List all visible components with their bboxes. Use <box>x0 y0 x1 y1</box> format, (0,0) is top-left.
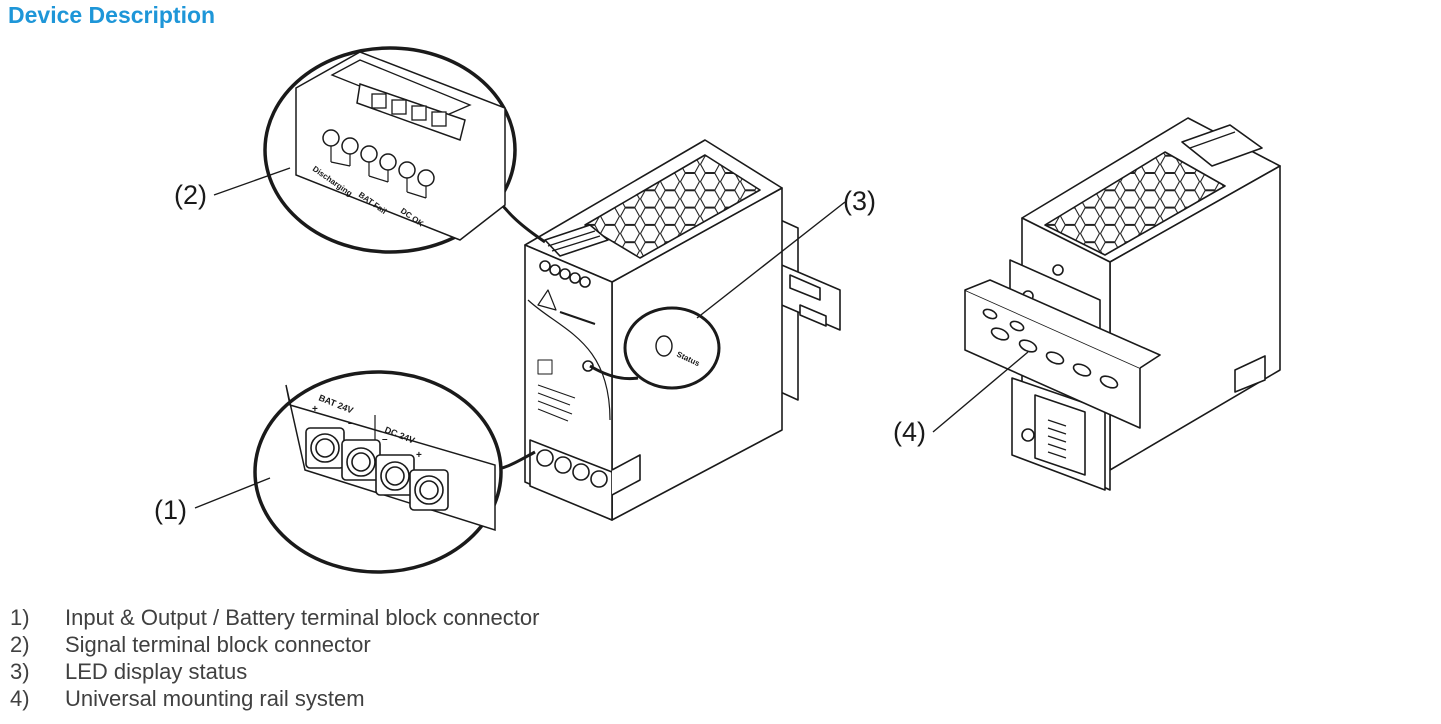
legend-number: 1) <box>10 605 30 630</box>
callout-marker-1: (1) <box>154 495 187 525</box>
dc-plus-label: + <box>416 450 422 461</box>
power-screws-zoom <box>305 427 449 511</box>
callout-marker-3: (3) <box>843 186 876 216</box>
signal-screws-zoom <box>322 129 435 187</box>
callout-3-zoom: Status (3) <box>589 186 876 390</box>
battery-minus-label: – <box>348 418 354 429</box>
callout-1-zoom: BAT 24V DC 24V + – – + (1) <box>154 370 536 574</box>
signal-screws-front <box>539 260 591 288</box>
legend-number: 3) <box>10 659 30 684</box>
battery-plus-label: + <box>312 404 318 415</box>
legend-text: Input & Output / Battery terminal block … <box>65 605 540 630</box>
page-title: Device Description <box>8 2 216 28</box>
callout-marker-4: (4) <box>893 417 926 447</box>
legend-text: LED display status <box>65 659 248 684</box>
dc-minus-label: – <box>382 434 388 445</box>
device-rear-view <box>964 117 1281 491</box>
device-illustration: Discharging BAT Fail DC OK (2) BAT 24V D… <box>154 46 1281 574</box>
legend-item: 4) Universal mounting rail system <box>10 685 539 712</box>
legend-number: 4) <box>10 686 30 711</box>
legend-item: 1) Input & Output / Battery terminal bloc… <box>10 604 539 631</box>
callout-2-zoom: Discharging BAT Fail DC OK (2) <box>174 46 546 254</box>
front-label-text <box>537 359 576 422</box>
legend-text: Universal mounting rail system <box>65 686 365 711</box>
legend-text: Signal terminal block connector <box>65 632 371 657</box>
component-legend: 1) Input & Output / Battery terminal bloc… <box>10 604 539 712</box>
delta-logo-icon <box>537 289 557 311</box>
vent-grid-rear <box>1044 151 1226 256</box>
legend-item: 2) Signal terminal block connector <box>10 631 539 658</box>
callout-marker-2: (2) <box>174 180 207 210</box>
din-rail-slots <box>982 308 1119 389</box>
legend-item: 3) LED display status <box>10 658 539 685</box>
vent-grid-front <box>584 154 761 259</box>
power-screws-front <box>536 449 608 488</box>
status-led-zoom <box>655 335 673 357</box>
callout-4: (4) <box>893 351 1029 447</box>
status-led-front <box>582 360 594 372</box>
din-clip-spring <box>1047 419 1067 459</box>
legend-number: 2) <box>10 632 30 657</box>
